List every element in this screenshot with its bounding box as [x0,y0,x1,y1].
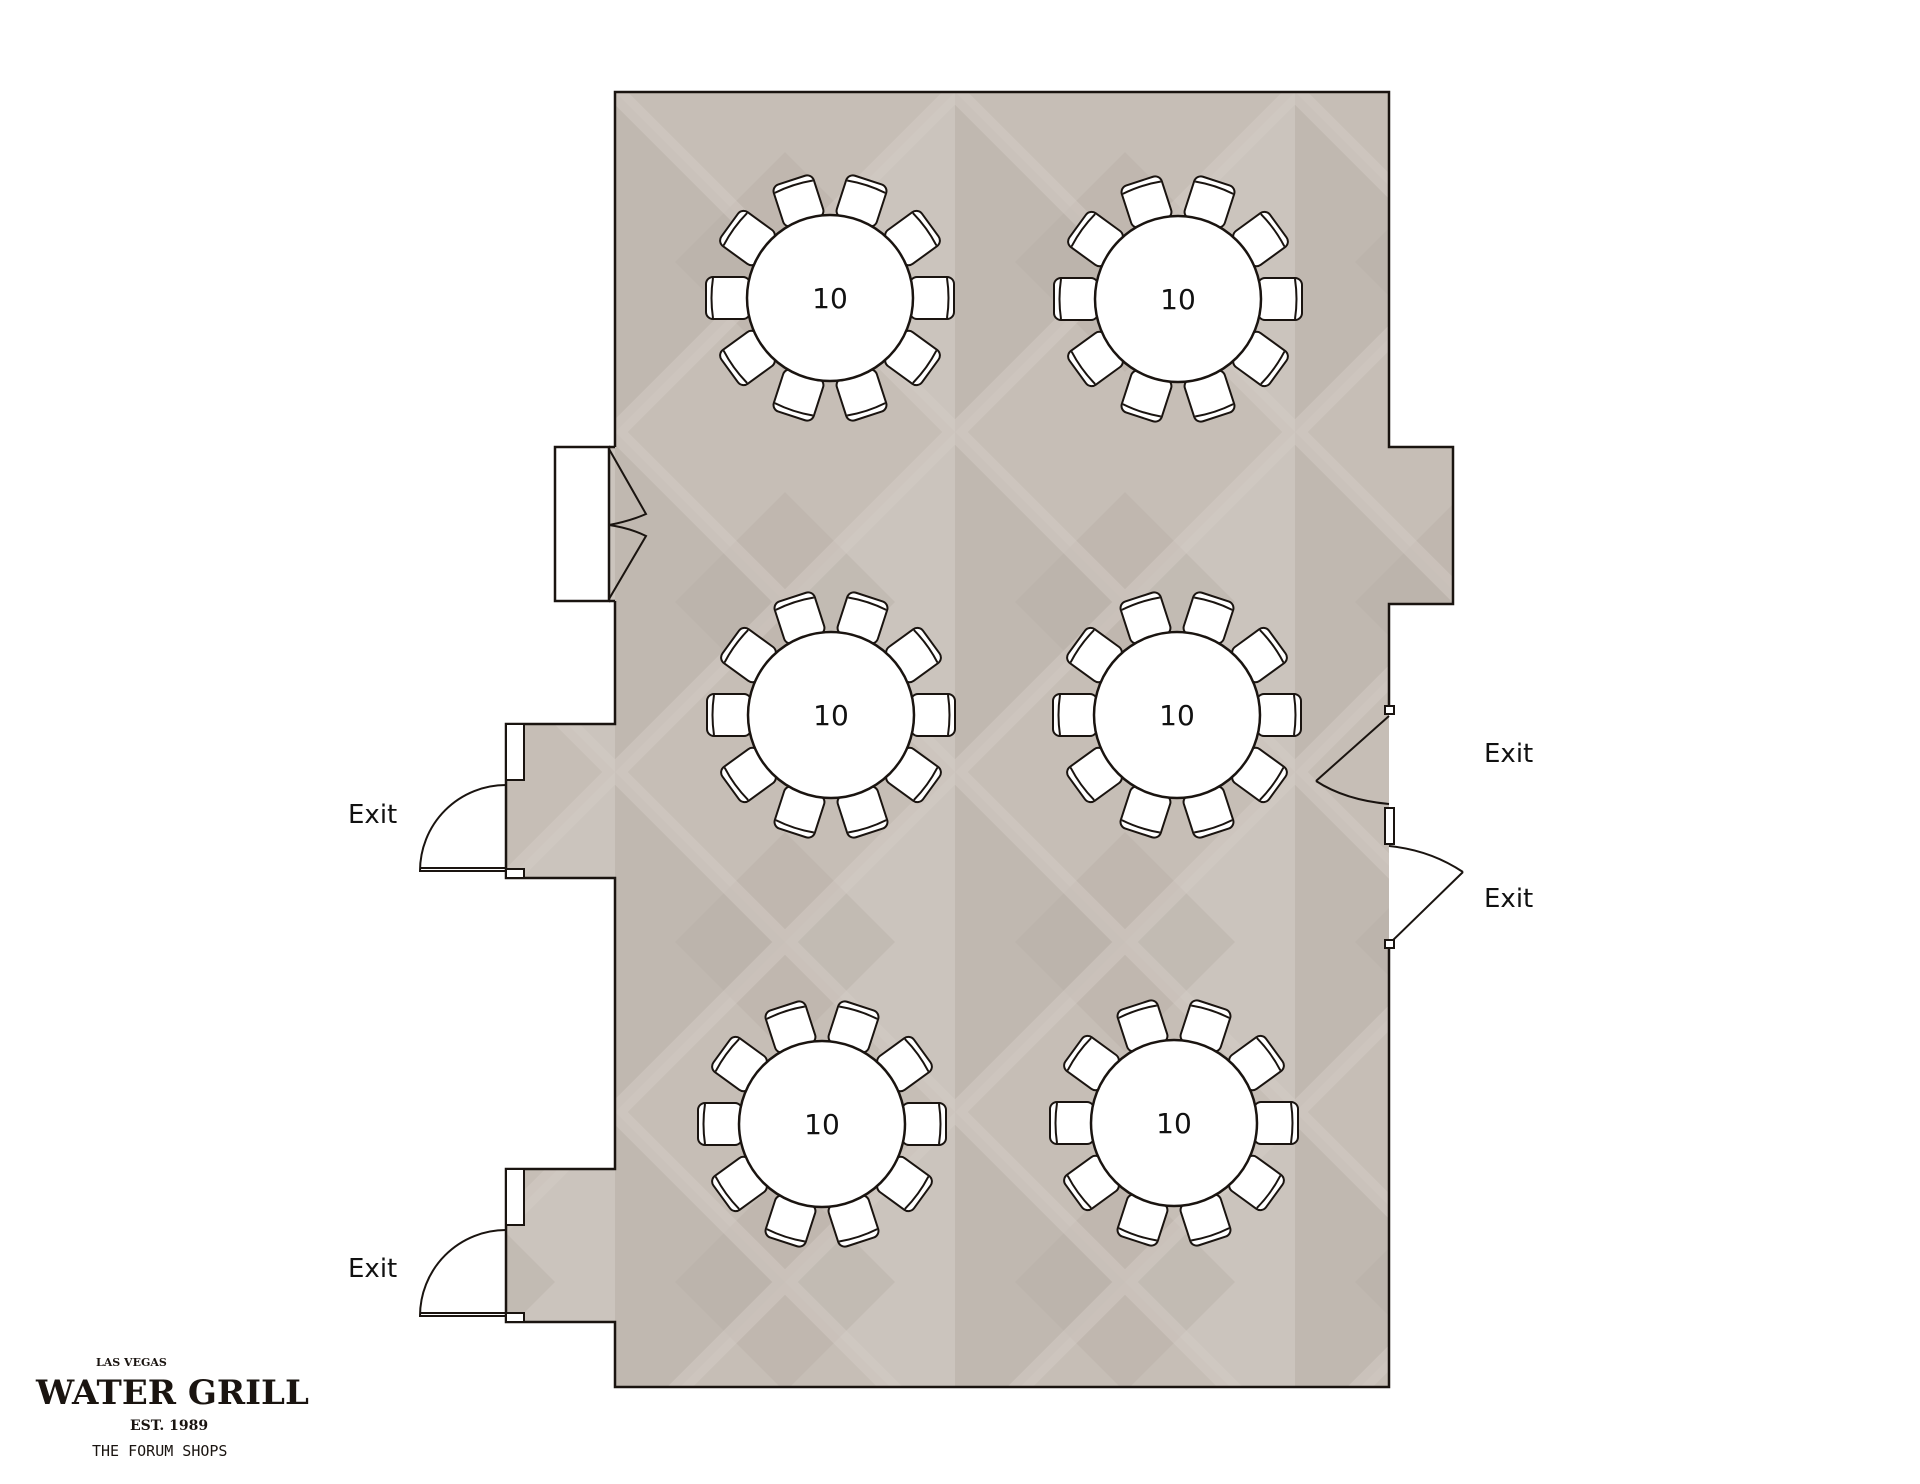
chair [1253,1101,1299,1145]
table-seat-count: 10 [812,282,848,315]
chair [835,368,888,422]
round-table[interactable]: 10 [706,591,956,840]
chair [910,693,956,737]
chair [1052,693,1098,737]
room-floor [506,92,1453,1387]
exit-label-right-upper: Exit [1484,739,1534,769]
table-seat-count: 10 [1160,283,1196,316]
chair [1256,693,1302,737]
exit-door-right-upper[interactable] [1315,705,1395,845]
chair [1257,277,1303,321]
exit-label-left-bottom: Exit [348,1254,398,1284]
chair [1119,591,1172,645]
logo-location-text: The Forum Shops [92,1442,227,1460]
chair [1179,1193,1232,1247]
table-seat-count: 10 [804,1108,840,1141]
chair [764,1194,817,1248]
chair [1183,175,1236,229]
table-seat-count: 10 [1156,1107,1192,1140]
water-grill-logo: Las Vegas Water Grill Est. 1989 The Foru… [35,1356,309,1460]
round-table[interactable]: 10 [705,174,955,423]
exit-door-right-lower[interactable] [1384,845,1464,949]
table-top [745,213,915,383]
exit-door-left-middle[interactable] [418,723,525,879]
table-top [746,630,916,800]
logo-name-text: Water Grill [35,1373,309,1413]
chair [706,693,752,737]
chair [836,785,889,839]
table-top [1089,1038,1259,1208]
chair [1120,369,1173,423]
chair [1182,591,1235,645]
round-table[interactable]: 10 [697,1000,947,1249]
round-table[interactable]: 10 [1049,999,1299,1248]
table-top [1093,214,1263,384]
double-door [608,448,648,600]
logo-est-text: Est. 1989 [130,1418,208,1434]
exit-label-left-middle: Exit [348,800,398,830]
table-top [1092,630,1262,800]
round-table[interactable]: 10 [1052,591,1302,840]
exit-label-right-lower: Exit [1484,884,1534,914]
chair [705,276,751,320]
chair [1053,277,1099,321]
round-table[interactable]: 10 [1053,175,1303,424]
table-seat-count: 10 [1159,699,1195,732]
chair [901,1102,947,1146]
table-seat-count: 10 [813,699,849,732]
chair [827,1194,880,1248]
exit-door-left-bottom[interactable] [418,1168,525,1323]
logo-top-text: Las Vegas [96,1356,167,1369]
table-top [737,1039,907,1209]
chair [909,276,955,320]
chair [697,1102,743,1146]
chair [1049,1101,1095,1145]
